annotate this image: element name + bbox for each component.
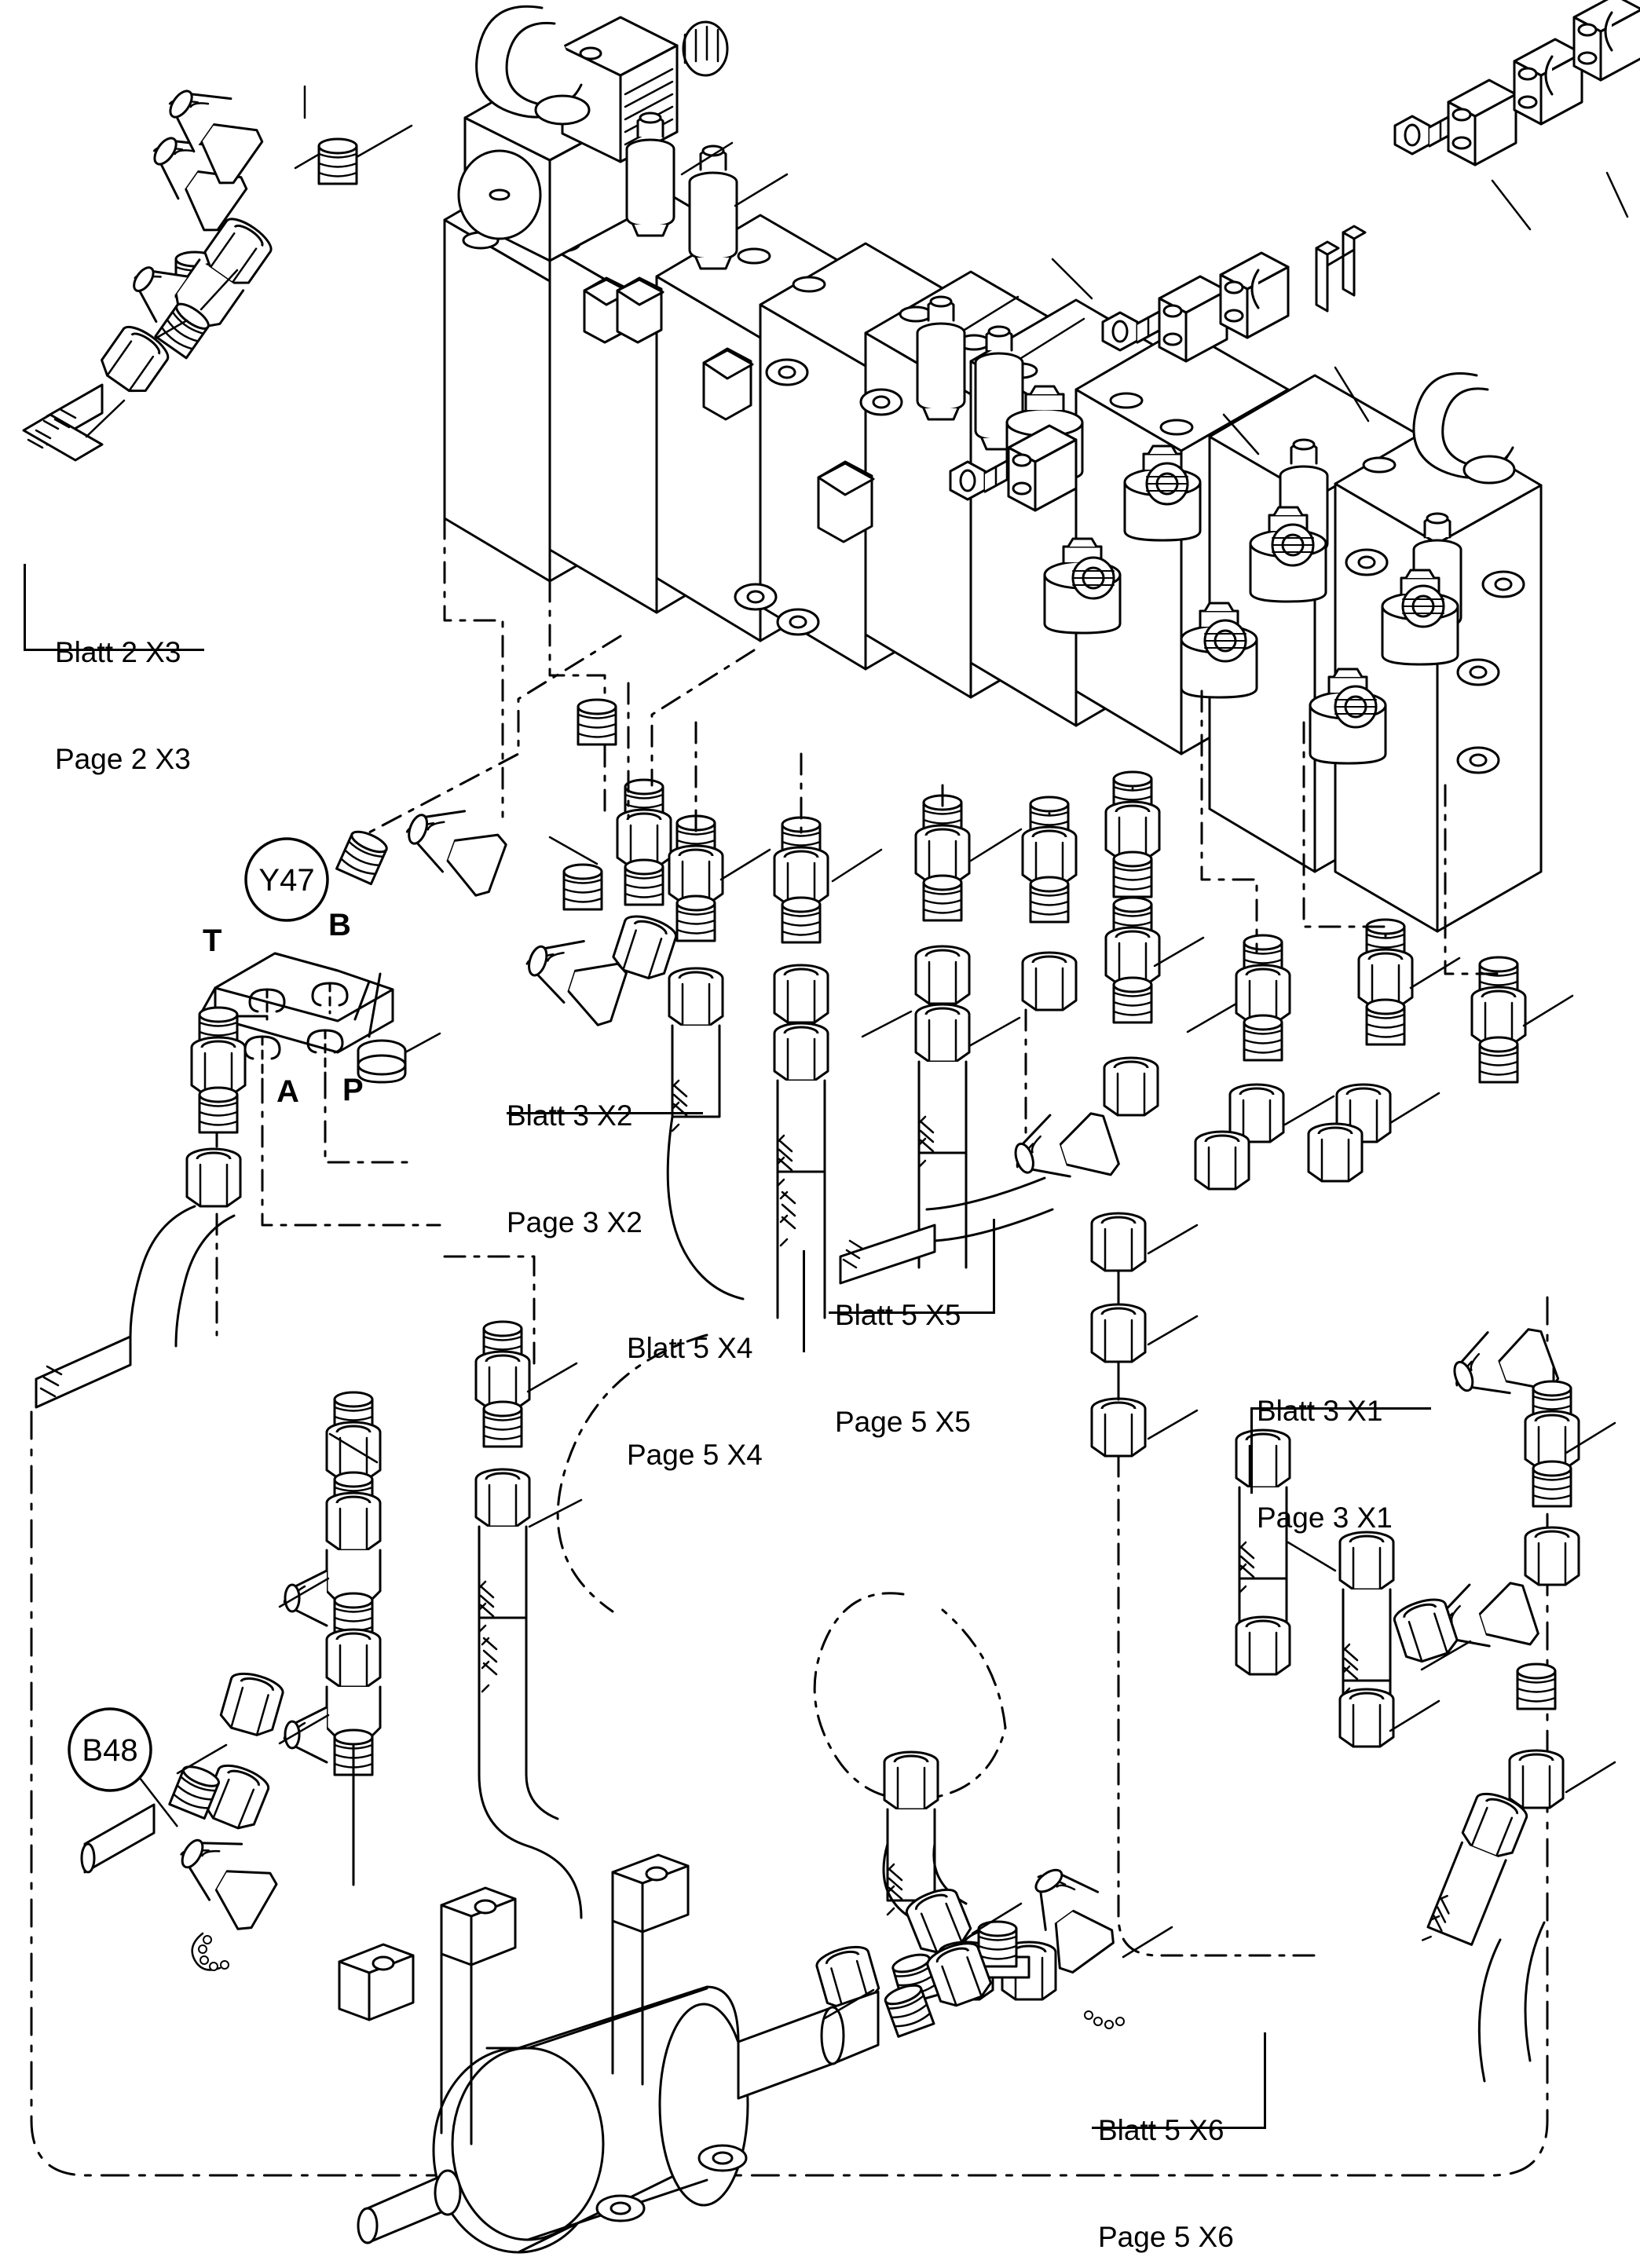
reference-label-line1: Blatt 3 X1 <box>1257 1395 1383 1428</box>
reference-rule-blatt-2-x3 <box>24 649 204 651</box>
reference-label-blatt-2-x3: Blatt 2 X3 Page 2 X3 <box>55 564 191 812</box>
valve-port-label-p: P <box>342 1073 364 1107</box>
reference-label-line2: Page 5 X6 <box>1098 2220 1234 2253</box>
reference-label-line1: Blatt 3 X2 <box>507 1099 633 1132</box>
reference-label-blatt-5-x6: Blatt 5 X6 Page 5 X6 <box>1098 2042 1234 2268</box>
reference-label-line2: Page 2 X3 <box>55 742 191 775</box>
reference-label-line2: Page 3 X2 <box>507 1205 642 1238</box>
reference-label-blatt-3-x2: Blatt 3 X2 Page 3 X2 <box>507 1027 642 1275</box>
valve-port-label-a: A <box>276 1074 299 1109</box>
reference-label-line1: Blatt 5 X4 <box>627 1332 753 1365</box>
reference-rule-v-blatt-3-x1 <box>1250 1407 1253 1494</box>
reference-rule-blatt-3-x2 <box>507 1112 703 1114</box>
reference-label-line2: Page 3 X1 <box>1257 1501 1393 1534</box>
valve-port-label-t: T <box>203 924 222 958</box>
reference-rule-v-blatt-5-x4 <box>803 1250 805 1352</box>
reference-label-line1: Blatt 5 X5 <box>835 1299 961 1332</box>
reference-rule-v-blatt-5-x6 <box>1264 2032 1266 2129</box>
valve-port-label-b: B <box>328 908 351 942</box>
reference-label-line2: Page 5 X4 <box>627 1438 763 1471</box>
reference-rule-blatt-3-x1 <box>1250 1407 1431 1410</box>
reference-label-blatt-5-x4: Blatt 5 X4 Page 5 X4 <box>627 1260 763 1508</box>
reference-rule-v-blatt-5-x5 <box>993 1219 995 1313</box>
reference-rule-blatt-5-x6 <box>1092 2127 1266 2129</box>
reference-label-blatt-3-x1: Blatt 3 X1 Page 3 X1 <box>1257 1322 1393 1571</box>
reference-rule-blatt-5-x5 <box>829 1311 995 1314</box>
reference-label-blatt-5-x5: Blatt 5 X5 Page 5 X5 <box>835 1227 971 1475</box>
reference-label-line1: Blatt 5 X6 <box>1098 2114 1225 2147</box>
reference-label-line1: Blatt 2 X3 <box>55 636 181 669</box>
reference-rule-v-blatt-2-x3 <box>24 564 26 650</box>
reference-label-line2: Page 5 X5 <box>835 1405 971 1438</box>
